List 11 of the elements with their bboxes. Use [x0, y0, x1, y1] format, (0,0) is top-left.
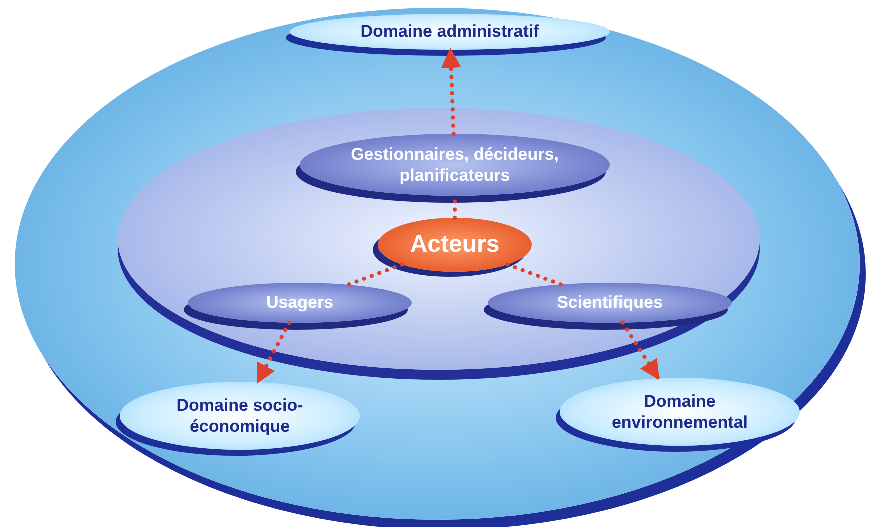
- node-label: Acteurs: [409, 230, 501, 260]
- dotted-arrow: [256, 320, 292, 384]
- node-label: Domaine environnemental: [610, 390, 750, 434]
- node-label: Gestionnaires, décideurs, planificateurs: [350, 144, 560, 186]
- dotted-arrow: [441, 48, 462, 136]
- node-label: Usagers: [265, 292, 335, 314]
- node-label: Domaine socio-économique: [176, 394, 304, 438]
- node-label: Domaine administratif: [360, 21, 540, 43]
- node-label: Scientifiques: [556, 292, 664, 314]
- dotted-arrow: [620, 320, 661, 381]
- ellipse-node: [188, 283, 412, 323]
